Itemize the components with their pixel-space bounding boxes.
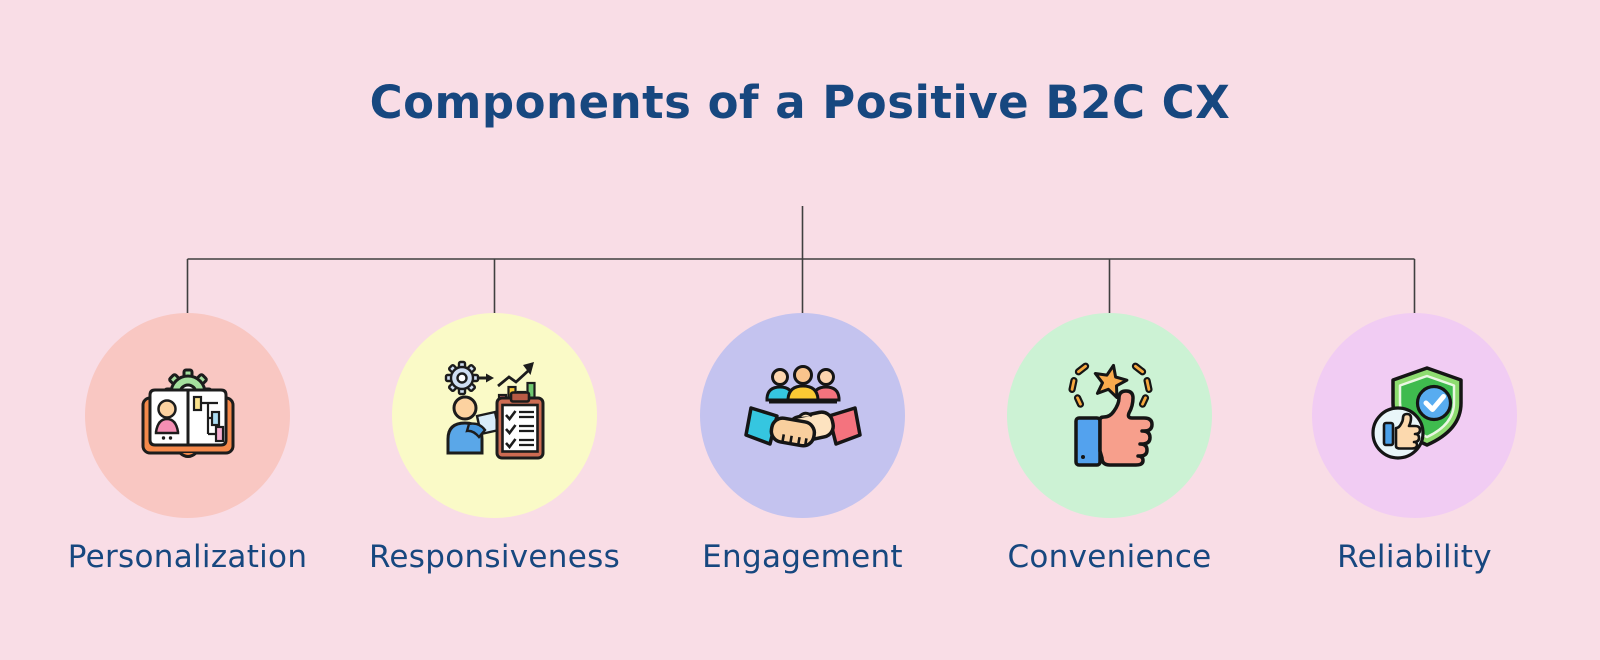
item-responsiveness: Responsiveness bbox=[369, 313, 620, 593]
page-title: Components of a Positive B2C CX bbox=[369, 76, 1231, 129]
handshake-icon bbox=[743, 364, 862, 448]
label-convenience: Convenience bbox=[1007, 539, 1212, 575]
book-avatar-icon bbox=[141, 368, 234, 458]
label-personalization: Personalization bbox=[67, 539, 308, 575]
item-reliability: Reliability bbox=[1312, 313, 1517, 593]
person-checklist-icon bbox=[444, 360, 544, 459]
circle-responsiveness bbox=[392, 313, 597, 518]
label-reliability: Reliability bbox=[1337, 539, 1492, 575]
item-personalization: Personalization bbox=[68, 313, 307, 593]
item-convenience: Convenience bbox=[1007, 313, 1212, 593]
circle-convenience bbox=[1007, 313, 1212, 518]
thumbs-up-star-icon bbox=[1067, 362, 1154, 467]
circle-personalization bbox=[85, 313, 290, 518]
circle-engagement bbox=[700, 313, 905, 518]
shield-checkmark-icon bbox=[1370, 365, 1463, 460]
label-engagement: Engagement bbox=[702, 539, 903, 575]
item-engagement: Engagement bbox=[700, 313, 905, 593]
label-responsiveness: Responsiveness bbox=[368, 539, 621, 575]
circle-reliability bbox=[1312, 313, 1517, 518]
